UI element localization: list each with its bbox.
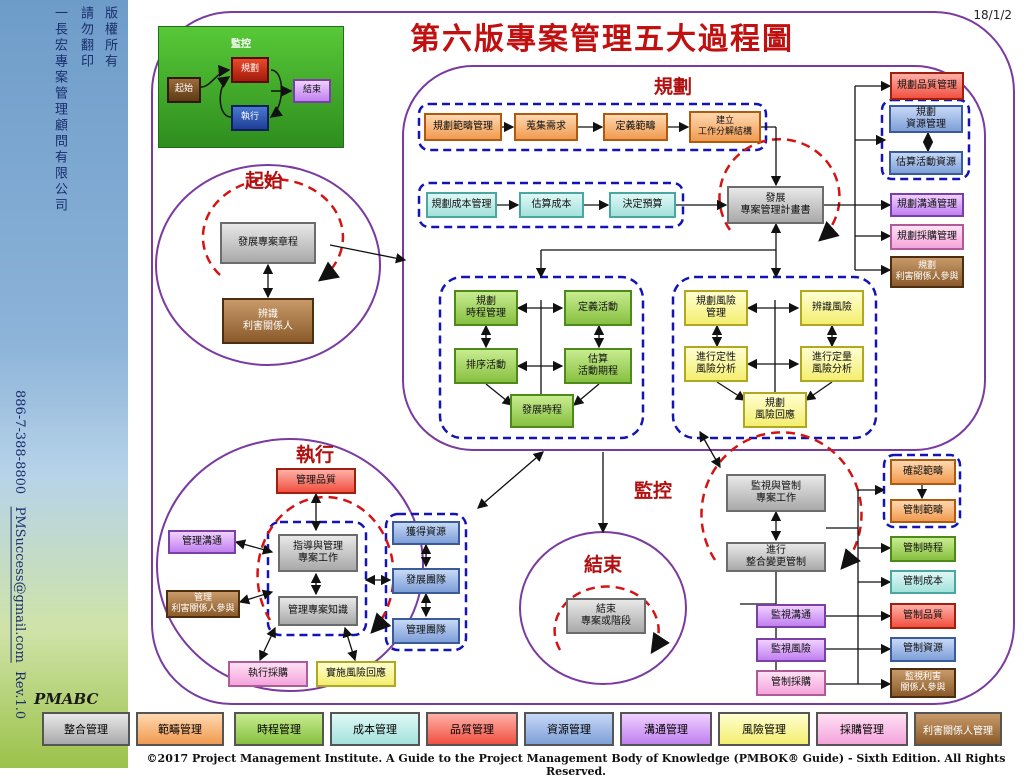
mini-start-box: 起始 xyxy=(167,77,201,103)
control-resources-box: 管制資源 xyxy=(890,637,956,662)
estimate-activity-resources-box: 估算活動資源 xyxy=(889,151,963,175)
slide-date: 18/1/2 xyxy=(973,8,1012,22)
identify-stakeholders-box: 辨識 利害關係人 xyxy=(222,298,314,344)
cost-group xyxy=(417,181,685,229)
create-wbs-box: 建立 工作分解結構 xyxy=(689,111,761,143)
plan-resource-mgmt-box: 規劃 資源管理 xyxy=(889,105,963,133)
mini-plan-box: 規劃 xyxy=(231,57,269,83)
determine-budget-box: 決定預算 xyxy=(609,192,676,218)
legend-quality: 品質管理 xyxy=(426,712,518,746)
plan-cost-mgmt-box: 規劃成本管理 xyxy=(426,192,497,218)
section-initiating-label: 起始 xyxy=(245,170,284,192)
plan-procurement-mgmt-box: 規劃採購管理 xyxy=(890,224,964,250)
develop-schedule-box: 發展時程 xyxy=(510,394,574,428)
legend-procurement: 採購管理 xyxy=(816,712,908,746)
plan-stakeholder-engagement-box: 規劃 利害關係人參與 xyxy=(890,256,964,288)
close-project-box: 結束 專案或階段 xyxy=(566,598,646,634)
manage-team-box: 管理團隊 xyxy=(392,618,460,644)
page-title: 第六版專案管理五大過程圖 xyxy=(410,22,794,57)
outer-frame xyxy=(151,11,1015,705)
direct-manage-work-box: 指導與管理 專案工作 xyxy=(278,534,358,572)
define-activities-box: 定義活動 xyxy=(564,290,632,326)
quantitative-risk-box: 進行定量 風險分析 xyxy=(800,346,864,382)
monitor-control-work-box: 監視與管制 專案工作 xyxy=(726,474,826,512)
mini-monitor-label: 監控 xyxy=(231,39,251,50)
section-executing-label: 執行 xyxy=(296,444,335,466)
monitor-stakeholder-engagement-box: 監視利害 關係人參與 xyxy=(890,668,956,698)
legend-integration: 整合管理 xyxy=(42,712,130,746)
manage-stakeholder-engagement-box: 管理 利害關係人參與 xyxy=(166,590,240,618)
collect-requirements-box: 蒐集需求 xyxy=(514,113,578,141)
define-scope-box: 定義範疇 xyxy=(603,113,668,141)
contact-info: 886-7-388-8800 PMSuccess@gmail.com Rev.1… xyxy=(12,390,27,719)
manage-knowledge-box: 管理專案知識 xyxy=(278,596,358,626)
section-closing-label: 結束 xyxy=(584,554,623,576)
legend-risk: 風險管理 xyxy=(718,712,810,746)
plan-quality-mgmt-box: 規劃品質管理 xyxy=(890,72,964,100)
initiating-circle xyxy=(155,164,381,366)
monitor-risks-box: 監視風險 xyxy=(756,638,826,662)
plan-risk-responses-box: 規劃 風險回應 xyxy=(743,392,807,428)
control-quality-box: 管制品質 xyxy=(890,603,956,629)
estimate-costs-box: 估算成本 xyxy=(519,192,584,218)
legend-cost: 成本管理 xyxy=(330,712,420,746)
legend-stakeholder: 利害關係人管理 xyxy=(914,712,1002,746)
section-planning-label: 規劃 xyxy=(654,76,693,98)
control-schedule-box: 管制時程 xyxy=(890,536,956,562)
copyright-footer: ©2017 Project Management Institute. A Gu… xyxy=(146,752,1006,778)
resource-plan-group xyxy=(880,98,971,181)
sequence-activities-box: 排序活動 xyxy=(454,348,518,384)
mini-exec-box: 執行 xyxy=(231,105,269,131)
no-copy-text: 請勿翻印 xyxy=(78,6,93,70)
legend-communications: 溝通管理 xyxy=(620,712,712,746)
manage-communications-box: 管理溝通 xyxy=(168,530,236,554)
estimate-durations-box: 估算 活動期程 xyxy=(564,348,632,384)
email-address: PMSuccess@gmail.com xyxy=(12,506,27,663)
conduct-procurements-box: 執行採購 xyxy=(228,661,308,687)
implement-risk-responses-box: 實施風險回應 xyxy=(316,661,396,687)
qualitative-risk-box: 進行定性 風險分析 xyxy=(684,346,748,382)
control-costs-box: 管制成本 xyxy=(890,570,956,594)
identify-risks-box: 辨識風險 xyxy=(800,290,864,326)
integrated-change-control-box: 進行 整合變更管制 xyxy=(726,542,826,572)
plan-comm-mgmt-box: 規劃溝通管理 xyxy=(890,193,964,217)
acquire-resources-box: 獲得資源 xyxy=(392,521,460,545)
mini-close-box: 結束 xyxy=(293,79,331,103)
validate-scope-box: 確認範疇 xyxy=(890,459,956,485)
plan-scope-mgmt-box: 規劃範疇管理 xyxy=(424,113,502,141)
legend-schedule: 時程管理 xyxy=(234,712,324,746)
team-group xyxy=(384,512,468,652)
copyright-text: 版權所有 xyxy=(102,6,117,70)
control-procurements-box: 管制採購 xyxy=(756,670,826,696)
control-scope-box: 管制範疇 xyxy=(890,499,956,523)
sidebar: 版權所有 請勿翻印 一長宏專案管理顧問有限公司 886-7-388-8800 P… xyxy=(0,0,128,768)
revision: Rev.1.0 xyxy=(12,671,27,720)
process-cycle-thumbnail: 監控 起始 規劃 執行 結束 xyxy=(158,26,344,148)
section-monitoring-label: 監控 xyxy=(634,480,673,502)
company-name: 一長宏專案管理顧問有限公司 xyxy=(52,6,67,214)
develop-charter-box: 發展專案章程 xyxy=(220,222,316,264)
monitor-communications-box: 監視溝通 xyxy=(756,604,826,628)
mini-cycle-arrows xyxy=(200,64,293,118)
legend-resource: 資源管理 xyxy=(524,712,614,746)
develop-pm-plan-box: 發展 專案管理計畫書 xyxy=(727,186,824,224)
legend-scope: 範疇管理 xyxy=(136,712,224,746)
develop-team-box: 發展團隊 xyxy=(392,568,460,594)
phone-number: 886-7-388-8800 xyxy=(12,390,27,495)
company-logo: PMABC xyxy=(34,690,99,708)
plan-schedule-mgmt-box: 規劃 時程管理 xyxy=(454,290,518,326)
manage-quality-box: 管理品質 xyxy=(276,468,356,494)
plan-risk-mgmt-box: 規劃風險 管理 xyxy=(684,290,748,326)
